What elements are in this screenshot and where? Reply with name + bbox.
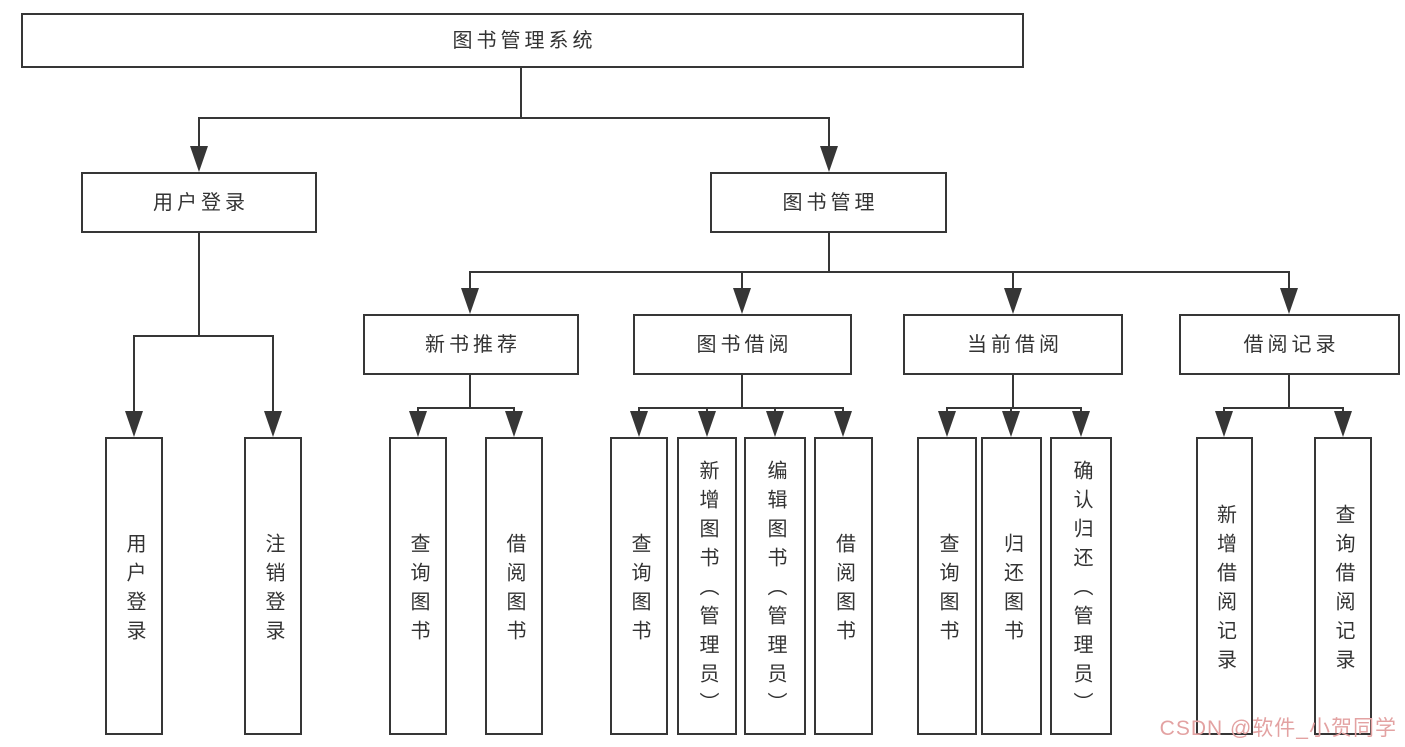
leaf-br-query-record-label: 查询借阅记录	[1332, 503, 1354, 678]
leaf-cb-confirm-return-admin-label: 确认归还（管理员）	[1070, 460, 1092, 721]
connector-line	[1012, 375, 1014, 409]
node-book-borrow: 图书借阅	[633, 314, 852, 375]
leaf-br-query-record: 查询借阅记录	[1314, 437, 1372, 735]
node-book-management: 图书管理	[710, 172, 947, 233]
arrowhead-down-icon	[409, 411, 427, 437]
node-book-borrow-label: 图书借阅	[696, 333, 793, 356]
node-new-book-recommend-label: 新书推荐	[425, 333, 521, 356]
leaf-br-add-record: 新增借阅记录	[1196, 437, 1253, 735]
connector-line	[133, 335, 135, 413]
connector-line	[469, 271, 1290, 273]
connector-line	[1288, 271, 1290, 291]
connector-line	[1288, 375, 1290, 409]
node-current-borrow: 当前借阅	[903, 314, 1123, 375]
leaf-user-login-label: 用户登录	[123, 532, 145, 649]
node-borrow-records: 借阅记录	[1179, 314, 1400, 375]
arrowhead-down-icon	[698, 411, 716, 437]
connector-line	[469, 375, 471, 409]
csdn-watermark: CSDN @软件_小贺同学	[1159, 717, 1397, 740]
leaf-bb-add-books-admin: 新增图书（管理员）	[677, 437, 737, 735]
arrowhead-down-icon	[1004, 288, 1022, 314]
leaf-cb-query-books-label: 查询图书	[936, 532, 958, 649]
leaf-logout-label: 注销登录	[262, 532, 284, 649]
connector-line	[741, 271, 743, 291]
arrowhead-down-icon	[1280, 288, 1298, 314]
arrowhead-down-icon	[766, 411, 784, 437]
arrowhead-down-icon	[505, 411, 523, 437]
arrowhead-down-icon	[1002, 411, 1020, 437]
connector-line	[638, 407, 844, 409]
node-user-login-label: 用户登录	[153, 191, 249, 214]
leaf-bb-query-books-label: 查询图书	[628, 532, 650, 649]
leaf-bb-borrow-books-label: 借阅图书	[832, 532, 855, 649]
arrowhead-down-icon	[1334, 411, 1352, 437]
connector-line	[198, 233, 200, 337]
arrowhead-down-icon	[733, 288, 751, 314]
leaf-cb-confirm-return-admin: 确认归还（管理员）	[1050, 437, 1112, 735]
leaf-logout: 注销登录	[244, 437, 302, 735]
connector-line	[133, 335, 274, 337]
connector-line	[946, 407, 1082, 409]
connector-line	[417, 407, 515, 409]
leaf-cb-return-books-label: 归还图书	[1000, 532, 1023, 649]
leaf-bb-add-books-admin-label: 新增图书（管理员）	[696, 460, 718, 721]
arrowhead-down-icon	[125, 411, 143, 437]
leaf-bb-edit-books-admin: 编辑图书（管理员）	[744, 437, 806, 735]
connector-line	[520, 68, 522, 118]
connector-line	[198, 117, 830, 119]
connector-line	[741, 375, 743, 409]
arrowhead-down-icon	[630, 411, 648, 437]
connector-line	[828, 117, 830, 150]
arrowhead-down-icon	[264, 411, 282, 437]
node-borrow-records-label: 借阅记录	[1243, 333, 1340, 356]
node-root-library-system: 图书管理系统	[21, 13, 1024, 68]
arrowhead-down-icon	[938, 411, 956, 437]
node-new-book-recommend: 新书推荐	[363, 314, 579, 375]
arrowhead-down-icon	[1072, 411, 1090, 437]
connector-line	[828, 233, 830, 273]
connector-line	[198, 117, 200, 150]
arrowhead-down-icon	[1215, 411, 1233, 437]
leaf-cb-return-books: 归还图书	[981, 437, 1042, 735]
node-book-management-label: 图书管理	[782, 191, 879, 214]
node-root-label: 图书管理系统	[452, 29, 597, 52]
node-current-borrow-label: 当前借阅	[967, 333, 1063, 356]
leaf-nbr-borrow-books: 借阅图书	[485, 437, 543, 735]
leaf-bb-query-books: 查询图书	[610, 437, 668, 735]
leaf-nbr-query-books: 查询图书	[389, 437, 447, 735]
connector-line	[1223, 407, 1344, 409]
connector-line	[1012, 271, 1014, 291]
leaf-bb-edit-books-admin-label: 编辑图书（管理员）	[764, 460, 786, 721]
leaf-user-login: 用户登录	[105, 437, 163, 735]
node-user-login: 用户登录	[81, 172, 317, 233]
arrowhead-down-icon	[820, 146, 838, 172]
connector-line	[272, 335, 274, 413]
leaf-nbr-borrow-books-label: 借阅图书	[503, 532, 525, 649]
leaf-bb-borrow-books: 借阅图书	[814, 437, 873, 735]
leaf-nbr-query-books-label: 查询图书	[407, 532, 429, 649]
arrowhead-down-icon	[834, 411, 852, 437]
leaf-cb-query-books: 查询图书	[917, 437, 977, 735]
connector-line	[469, 271, 471, 291]
arrowhead-down-icon	[461, 288, 479, 314]
arrowhead-down-icon	[190, 146, 208, 172]
leaf-br-add-record-label: 新增借阅记录	[1213, 503, 1236, 678]
